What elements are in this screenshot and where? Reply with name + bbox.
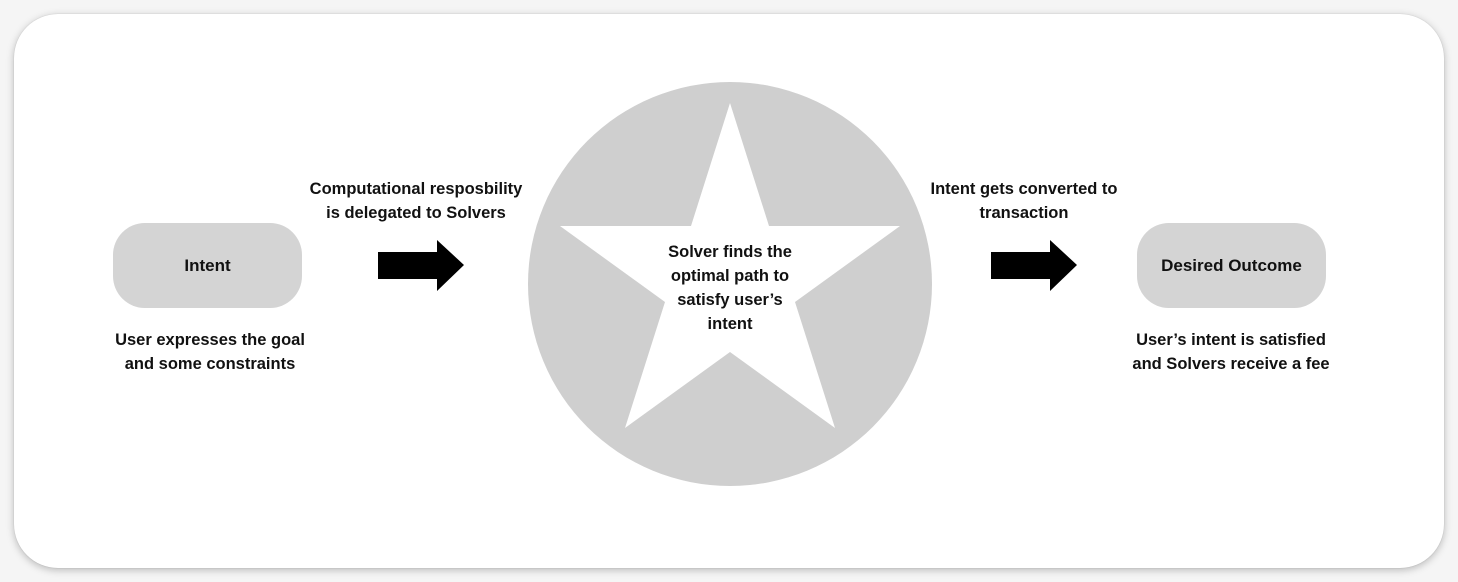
intent-node-label: Intent <box>184 255 231 275</box>
conversion-label-line: Intent gets converted to <box>930 180 1118 198</box>
delegation-label-line: Computational resposbility <box>309 180 523 198</box>
intent-caption-line: User expresses the goal <box>115 331 305 349</box>
outcome-node: Desired Outcome <box>1137 223 1326 308</box>
outcome-caption-line: and Solvers receive a fee <box>1132 355 1330 373</box>
right-arrow-icon <box>991 240 1077 291</box>
conversion-label-line: transaction <box>979 204 1069 222</box>
conversion-label: Intent gets converted to transaction <box>904 177 1144 225</box>
star-icon <box>560 103 900 428</box>
solver-text: Solver finds the optimal path to satisfy… <box>640 240 820 336</box>
solver-text-line: optimal path to <box>670 267 790 285</box>
intent-caption: User expresses the goal and some constra… <box>90 328 330 376</box>
intent-caption-line: and some constraints <box>124 355 296 373</box>
outcome-caption: User’s intent is satisfied and Solvers r… <box>1100 328 1362 376</box>
intent-node: Intent <box>113 223 302 308</box>
solver-text-line: intent <box>707 315 753 333</box>
solver-text-line: satisfy user’s <box>677 291 783 309</box>
outcome-node-label: Desired Outcome <box>1161 255 1302 275</box>
delegation-label: Computational resposbility is delegated … <box>286 177 546 225</box>
solver-text-line: Solver finds the <box>668 243 792 261</box>
right-arrow-icon <box>378 240 464 291</box>
outcome-caption-line: User’s intent is satisfied <box>1136 331 1326 349</box>
delegation-label-line: is delegated to Solvers <box>326 204 506 222</box>
